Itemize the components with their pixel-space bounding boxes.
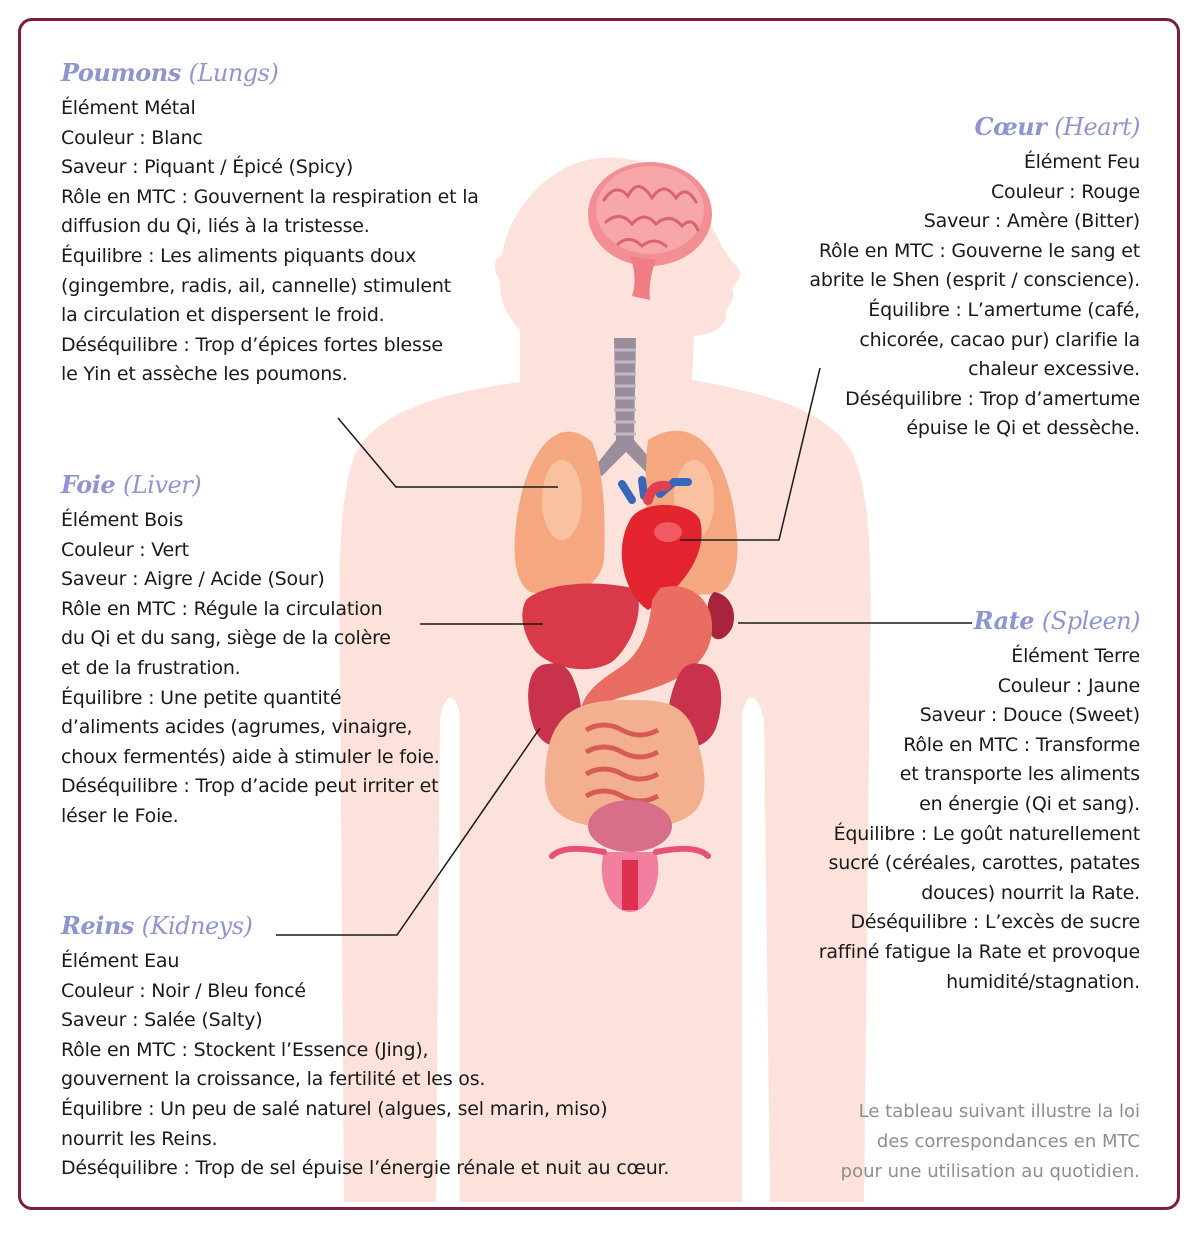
kidneys-info-block: Reins (Kidneys) Élément Eau Couleur : No… bbox=[61, 911, 669, 1184]
liver-imbalance: Déséquilibre : Trop d’acide peut irriter… bbox=[61, 775, 439, 798]
footnote-line: des correspondances en MTC bbox=[876, 1131, 1140, 1152]
heart-connector bbox=[680, 367, 821, 541]
lungs-imbalance-cont: le Yin et assèche les poumons. bbox=[61, 363, 348, 386]
heart-color: Couleur : Rouge bbox=[990, 180, 1140, 203]
liver-info-block: Foie (Liver) Élément Bois Couleur : Vert… bbox=[61, 470, 440, 832]
kidneys-role: Rôle en MTC : Stockent l’Essence (Jing), bbox=[61, 1038, 429, 1061]
lungs-color: Couleur : Blanc bbox=[61, 126, 203, 149]
kidneys-flavor: Saveur : Salée (Salty) bbox=[61, 1009, 263, 1032]
footnote-line: Le tableau suivant illustre la loi bbox=[858, 1101, 1140, 1122]
lungs-connector bbox=[337, 417, 558, 488]
brain-illustration bbox=[588, 162, 712, 300]
liver-balance-cont: d’aliments acides (agrumes, vinaigre, bbox=[61, 716, 413, 739]
spleen-imbalance: Déséquilibre : L’excès de sucre bbox=[850, 911, 1141, 934]
heart-imbalance: Déséquilibre : Trop d’amertume bbox=[845, 387, 1140, 410]
footnote: Le tableau suivant illustre la loi des c… bbox=[841, 1097, 1140, 1187]
lungs-flavor: Saveur : Piquant / Épicé (Spicy) bbox=[61, 156, 354, 179]
heart-balance-cont: chaleur excessive. bbox=[968, 358, 1140, 381]
lungs-info-block: Poumons (Lungs) Élément Métal Couleur : … bbox=[61, 58, 479, 390]
liver-illustration bbox=[522, 583, 639, 670]
reproductive-organs-illustration bbox=[549, 800, 711, 912]
spleen-role: Rôle en MTC : Transforme bbox=[903, 733, 1140, 756]
liver-balance-cont: choux fermentés) aide à stimuler le foie… bbox=[61, 745, 440, 768]
heart-imbalance-cont: épuise le Qi et dessèche. bbox=[906, 417, 1140, 440]
spleen-imbalance-cont: raffiné fatigue la Rate et provoque bbox=[818, 940, 1140, 963]
stomach-illustration bbox=[580, 586, 713, 716]
heart-flavor: Saveur : Amère (Bitter) bbox=[923, 210, 1140, 233]
liver-role-cont: et de la frustration. bbox=[61, 656, 241, 679]
liver-imbalance-cont: léser le Foie. bbox=[61, 804, 179, 827]
spleen-info-block: Rate (Spleen) Élément Terre Couleur : Ja… bbox=[818, 606, 1141, 997]
intestines-illustration bbox=[544, 700, 705, 826]
lungs-role-cont: diffusion du Qi, liés à la tristesse. bbox=[61, 215, 370, 238]
lungs-balance-cont: la circulation et dispersent le froid. bbox=[61, 304, 385, 327]
liver-balance: Équilibre : Une petite quantité bbox=[61, 686, 342, 709]
spleen-element: Élément Terre bbox=[1011, 645, 1140, 667]
lungs-balance: Équilibre : Les aliments piquants doux bbox=[61, 244, 417, 267]
liver-flavor: Saveur : Aigre / Acide (Sour) bbox=[61, 568, 325, 591]
heart-title: Cœur (Heart) bbox=[974, 112, 1140, 141]
kidneys-balance-cont: nourrit les Reins. bbox=[61, 1127, 218, 1150]
lungs-element: Élément Métal bbox=[61, 97, 196, 119]
liver-color: Couleur : Vert bbox=[61, 538, 189, 561]
lungs-balance-cont: (gingembre, radis, ail, cannelle) stimul… bbox=[61, 274, 451, 297]
lungs-imbalance: Déséquilibre : Trop d’épices fortes bles… bbox=[61, 333, 443, 356]
spleen-balance: Équilibre : Le goût naturellement bbox=[833, 822, 1141, 845]
kidneys-color: Couleur : Noir / Bleu foncé bbox=[61, 979, 306, 1002]
kidneys-balance: Équilibre : Un peu de salé naturel (algu… bbox=[61, 1097, 608, 1120]
trachea-illustration bbox=[592, 338, 660, 476]
heart-info-block: Cœur (Heart) Élément Feu Couleur : Rouge… bbox=[809, 112, 1140, 444]
spleen-role-cont: en énergie (Qi et sang). bbox=[919, 792, 1140, 815]
heart-role-cont: abrite le Shen (esprit / conscience). bbox=[809, 269, 1140, 292]
card-frame bbox=[18, 18, 1180, 1210]
liver-role: Rôle en MTC : Régule la circulation bbox=[61, 597, 383, 620]
spleen-title: Rate (Spleen) bbox=[973, 606, 1141, 635]
lungs-title: Poumons (Lungs) bbox=[61, 58, 279, 87]
spleen-balance-cont: sucré (céréales, carottes, patates bbox=[828, 852, 1141, 875]
spleen-balance-cont: douces) nourrit la Rate. bbox=[921, 881, 1140, 904]
spleen-illustration bbox=[707, 592, 734, 640]
spleen-imbalance-cont: humidité/stagnation. bbox=[946, 970, 1140, 993]
liver-role-cont: du Qi et du sang, siège de la colère bbox=[61, 627, 391, 650]
spleen-color: Couleur : Jaune bbox=[997, 674, 1140, 697]
kidneys-title: Reins (Kidneys) bbox=[61, 911, 253, 940]
lungs-role: Rôle en MTC : Gouvernent la respiration … bbox=[61, 185, 479, 208]
connector-lines bbox=[276, 367, 972, 936]
liver-element: Élément Bois bbox=[61, 509, 184, 531]
liver-title: Foie (Liver) bbox=[61, 470, 202, 499]
kidneys-imbalance: Déséquilibre : Trop de sel épuise l’éner… bbox=[61, 1157, 670, 1180]
heart-illustration bbox=[618, 476, 702, 610]
spleen-role-cont: et transporte les aliments bbox=[899, 763, 1140, 786]
kidneys-element: Élément Eau bbox=[61, 950, 180, 972]
kidneys-connector bbox=[276, 727, 541, 936]
kidneys-role-cont: gouvernent la croissance, la fertilité e… bbox=[61, 1068, 486, 1091]
heart-balance-cont: chicorée, cacao pur) clarifie la bbox=[859, 328, 1140, 351]
heart-balance: Équilibre : L’amertume (café, bbox=[868, 298, 1140, 321]
spleen-flavor: Saveur : Douce (Sweet) bbox=[919, 704, 1141, 727]
heart-role: Rôle en MTC : Gouverne le sang et bbox=[818, 239, 1140, 262]
heart-element: Élément Feu bbox=[1023, 151, 1140, 173]
footnote-line: pour une utilisation au quotidien. bbox=[840, 1161, 1140, 1182]
